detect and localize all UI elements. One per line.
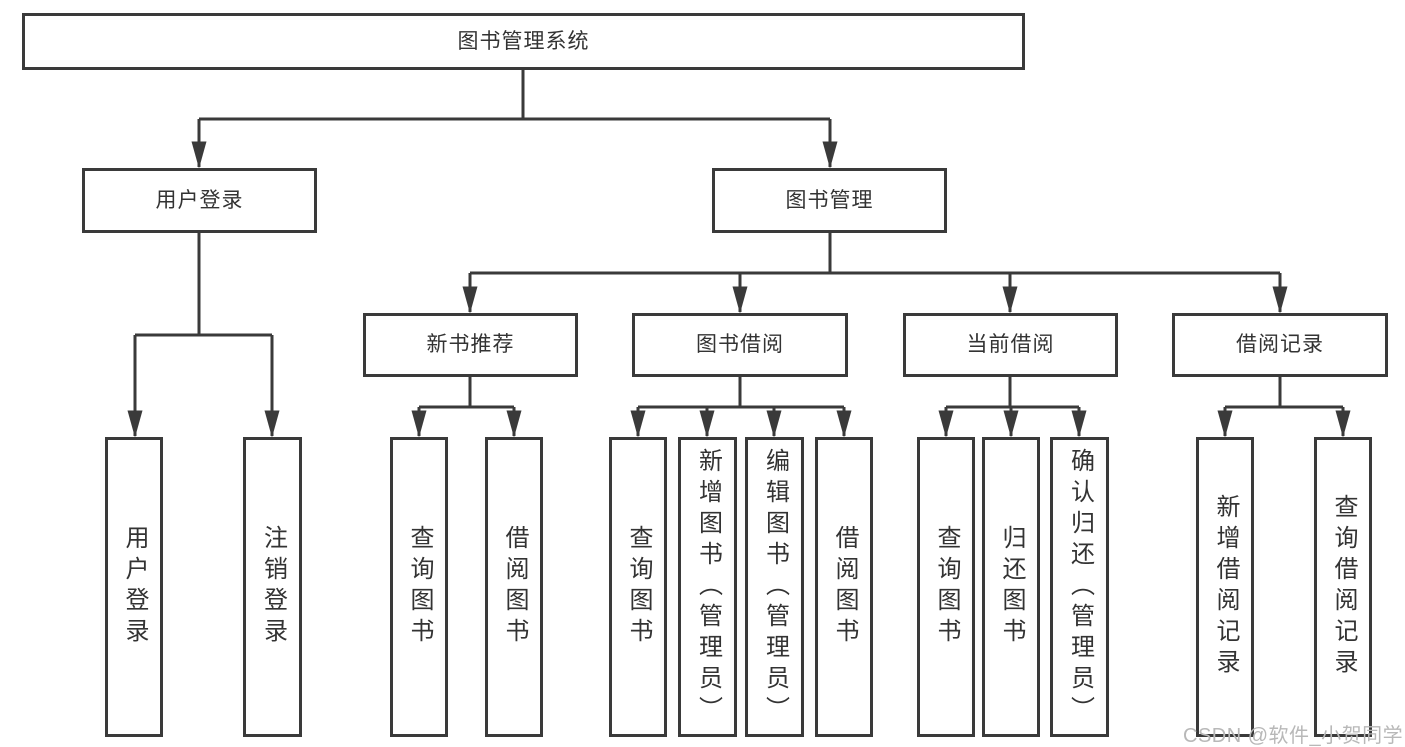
- node-br-add-record: 新增借阅记录: [1196, 437, 1254, 737]
- node-nb-borrow-books: 借阅图书: [485, 437, 543, 737]
- csdn-watermark: CSDN @软件_小贺同学: [1183, 725, 1404, 747]
- node-user-login: 用户登录: [82, 168, 317, 233]
- node-nb-query-books: 查询图书: [390, 437, 448, 737]
- node-bb-borrow-books: 借阅图书: [815, 437, 873, 737]
- node-bb-query-books: 查询图书: [609, 437, 667, 737]
- node-leaf-logout: 注销登录: [243, 437, 302, 737]
- node-cb-confirm-return: 确认归还（管理员）: [1050, 437, 1109, 737]
- node-book-borrow: 图书借阅: [632, 313, 848, 377]
- node-current-borrow: 当前借阅: [903, 313, 1118, 377]
- node-br-query-record: 查询借阅记录: [1314, 437, 1372, 737]
- node-book-mgmt: 图书管理: [712, 168, 947, 233]
- node-cb-query-books: 查询图书: [917, 437, 975, 737]
- node-borrow-records: 借阅记录: [1172, 313, 1388, 377]
- node-root: 图书管理系统: [22, 13, 1025, 70]
- node-bb-edit-books: 编辑图书（管理员）: [745, 437, 804, 737]
- node-new-book-recommend: 新书推荐: [363, 313, 578, 377]
- node-bb-add-books: 新增图书（管理员）: [678, 437, 737, 737]
- node-leaf-user-login: 用户登录: [105, 437, 163, 737]
- node-cb-return-books: 归还图书: [982, 437, 1040, 737]
